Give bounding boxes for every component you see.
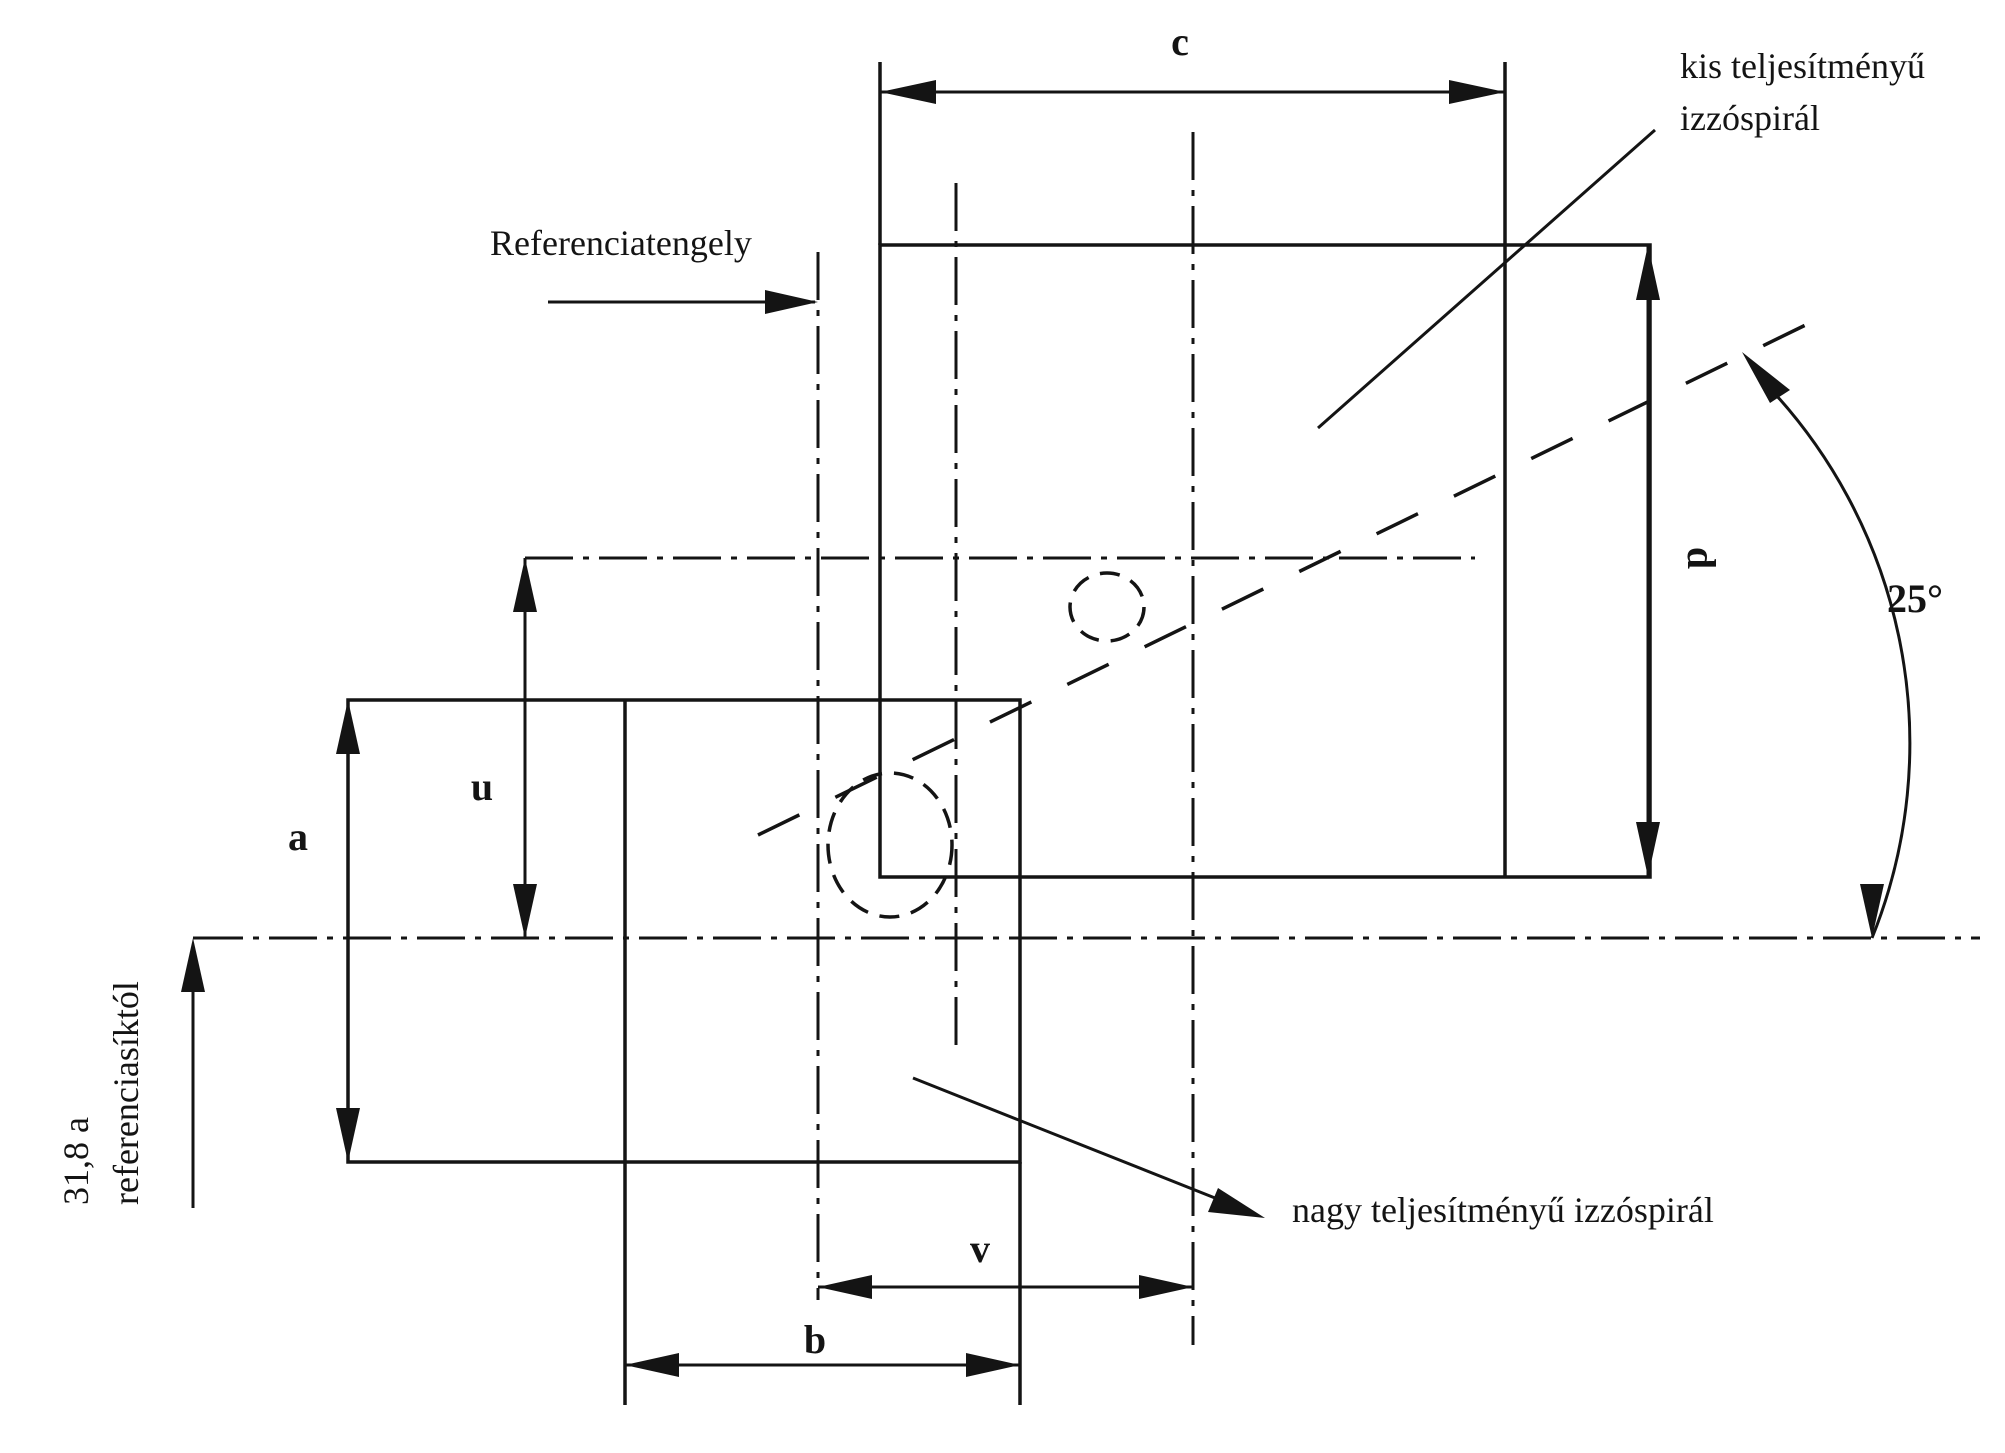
high-power-filament-label: nagy teljesítményű izzóspirál bbox=[1292, 1190, 1714, 1230]
high-power-filament-box bbox=[346, 698, 1022, 1164]
dimension-u-arrow-bottom bbox=[513, 884, 537, 938]
dimension-b-label: b bbox=[804, 1317, 826, 1362]
high-power-filament-leader bbox=[912, 1076, 1216, 1200]
low-power-filament-label-line2: izzóspirál bbox=[1680, 98, 1820, 138]
dimension-a-arrow-bottom bbox=[336, 1108, 360, 1162]
dimension-v-arrow-left bbox=[818, 1275, 872, 1299]
dimension-b-arrow-left bbox=[625, 1353, 679, 1377]
low-power-filament-circle bbox=[1068, 571, 1146, 643]
dimension-c-arrow-right bbox=[1449, 80, 1505, 104]
reference-axis-label: Referenciatengely bbox=[490, 223, 752, 263]
angle-25-arrow-top bbox=[1742, 352, 1790, 403]
high-power-filament-leader-arrow bbox=[1208, 1188, 1265, 1218]
angle-25-arrow-bottom bbox=[1860, 884, 1884, 938]
low-power-filament-box bbox=[878, 243, 1652, 879]
dimension-d-arrow-top bbox=[1636, 245, 1660, 300]
dimension-v-label: v bbox=[970, 1226, 990, 1271]
dimension-d-arrow-bottom bbox=[1636, 822, 1660, 877]
low-power-filament-label-line1: kis teljesítményű bbox=[1680, 46, 1925, 86]
dimension-a-arrow-top bbox=[336, 700, 360, 754]
dimension-v-arrow-right bbox=[1139, 1275, 1193, 1299]
dimension-c-label: c bbox=[1171, 19, 1189, 64]
angle-25-arc bbox=[1758, 376, 1912, 939]
dimension-a-label: a bbox=[288, 814, 308, 859]
low-power-filament-leader bbox=[1317, 128, 1656, 430]
dimension-d-label: d bbox=[1679, 547, 1724, 569]
cutoff-inclined-line bbox=[757, 316, 1821, 837]
reference-axis-leader-arrow bbox=[765, 290, 818, 314]
high-power-filament-circle bbox=[826, 771, 954, 919]
dimension-u-label: u bbox=[471, 764, 493, 809]
angle-25-label: 25° bbox=[1887, 576, 1943, 621]
reference-plane-label-line1: 31,8 a bbox=[56, 1117, 96, 1205]
dimension-b-arrow-right bbox=[966, 1353, 1020, 1377]
dimension-u-arrow-top bbox=[513, 558, 537, 612]
reference-plane-label-line2: referenciasíktól bbox=[106, 981, 146, 1205]
dimension-c-arrow-left bbox=[880, 80, 936, 104]
reference-plane-arrow-head bbox=[181, 938, 205, 992]
